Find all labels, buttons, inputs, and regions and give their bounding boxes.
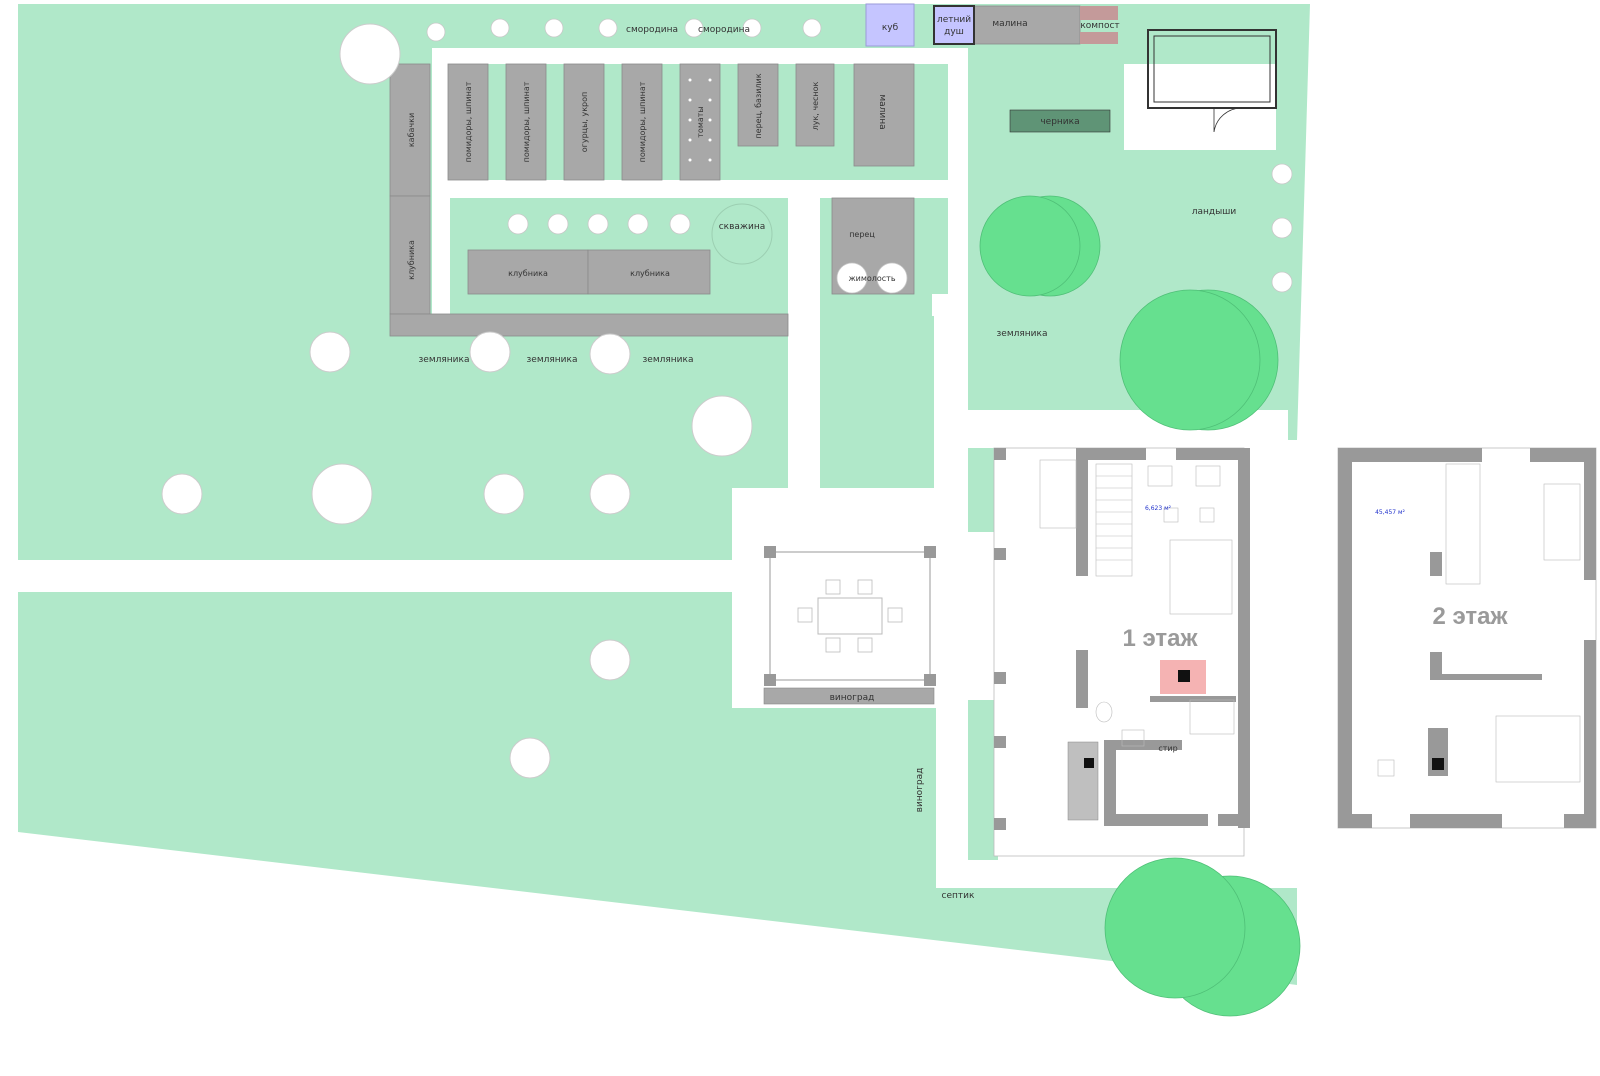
bed-tomatoes-1 bbox=[447, 63, 489, 181]
bed-raspberry bbox=[853, 63, 915, 167]
label-tomatoes-2: помидоры, шпинат bbox=[522, 81, 531, 162]
bed-bottom-strip bbox=[389, 313, 789, 337]
label-blueberry: черника bbox=[1040, 117, 1079, 127]
label-wild-strawberry-right: земляника bbox=[997, 329, 1048, 339]
garden-beds bbox=[389, 5, 1081, 337]
bed-zucchini bbox=[389, 63, 431, 197]
label-shower-2: душ bbox=[944, 27, 964, 37]
big-trees bbox=[979, 195, 1301, 1017]
blueberry-bed bbox=[1009, 109, 1111, 133]
outbuilding bbox=[1147, 29, 1277, 133]
kub-tank bbox=[865, 3, 915, 47]
label-shower-1: летний bbox=[937, 15, 971, 25]
shrubs bbox=[426, 18, 1293, 294]
label-pepper: перец bbox=[849, 230, 875, 239]
bed-strawberry-left bbox=[389, 195, 431, 315]
label-well: скважина bbox=[719, 222, 766, 232]
label-tomatoes-4: томаты bbox=[696, 106, 705, 137]
bed-strawberry-1 bbox=[467, 249, 589, 295]
label-laundry: стир bbox=[1158, 744, 1177, 753]
label-strawberry-left: клубника bbox=[407, 240, 416, 280]
path-top bbox=[432, 48, 964, 64]
path-middle-vertical bbox=[788, 180, 820, 500]
bed-tomatoes-3 bbox=[621, 63, 663, 181]
bed-pepper-basil bbox=[737, 63, 779, 147]
path-to-septic bbox=[936, 708, 966, 888]
summer-shower bbox=[933, 5, 975, 45]
label-grapes-terrace: виноград bbox=[830, 693, 875, 703]
label-honeysuckle: жимолость bbox=[848, 274, 895, 283]
label-area2: 45,457 м² bbox=[1375, 509, 1405, 516]
stove bbox=[1067, 741, 1099, 821]
label-area1: 6,623 м² bbox=[1145, 505, 1172, 512]
label-pepper-basil: перец, базилик bbox=[754, 73, 763, 138]
label-tomatoes-1: помидоры, шпинат bbox=[464, 81, 473, 162]
label-kub: куб bbox=[882, 23, 899, 33]
label-zucchini: кабачки bbox=[407, 113, 416, 147]
well-icon bbox=[711, 203, 773, 265]
bed-strawberry-2 bbox=[587, 249, 711, 295]
label-floor1: 1 этаж bbox=[1122, 625, 1198, 652]
terrace bbox=[763, 546, 936, 705]
label-wild-strawberry-2: земляника bbox=[527, 355, 578, 365]
lawn-patch-center bbox=[820, 316, 934, 488]
label-raspberry-bed: малина bbox=[877, 94, 887, 129]
bed-tomatoes-4 bbox=[679, 63, 721, 181]
path-left-vertical bbox=[432, 48, 450, 316]
bed-tomatoes-2 bbox=[505, 63, 547, 181]
lawn-left-lower bbox=[18, 592, 1297, 985]
path-beds-gap-1 bbox=[450, 180, 948, 198]
label-grapes-side: виноград bbox=[915, 768, 925, 813]
raspberry-top-strip bbox=[973, 5, 1081, 45]
label-onion-garlic: лук, чеснок bbox=[811, 81, 820, 130]
lawn-patch-house-west bbox=[968, 448, 998, 532]
label-herbs: огурцы, укроп bbox=[580, 92, 589, 153]
label-compost: компост bbox=[1080, 21, 1119, 31]
label-strawberry-1: клубника bbox=[508, 269, 548, 278]
label-wild-strawberry-3: земляника bbox=[643, 355, 694, 365]
label-lily-of-valley: ландыши bbox=[1192, 207, 1237, 217]
fruit-trees bbox=[161, 23, 753, 779]
compost-box-top bbox=[1080, 6, 1118, 20]
bed-herbs bbox=[563, 63, 605, 181]
label-wild-strawberry-1: земляника bbox=[419, 355, 470, 365]
path-horizontal bbox=[18, 560, 732, 592]
dining-table bbox=[817, 597, 883, 635]
compost-box-bottom bbox=[1080, 32, 1118, 44]
label-raspberry-top: малина bbox=[992, 19, 1027, 29]
label-septic: септик bbox=[942, 891, 975, 901]
plan-labels: смородина смородина куб летний душ малин… bbox=[407, 15, 1509, 901]
floor1-plan bbox=[993, 447, 1250, 857]
bed-onion-garlic bbox=[795, 63, 835, 147]
label-tomatoes-3: помидоры, шпинат bbox=[638, 81, 647, 162]
lawn-patch-house-west-2 bbox=[968, 700, 998, 860]
label-currant-2: смородина bbox=[698, 25, 750, 35]
tomato-supports bbox=[688, 78, 712, 162]
floor2-plan bbox=[1337, 447, 1597, 829]
label-strawberry-2: клубника bbox=[630, 269, 670, 278]
label-floor2: 2 этаж bbox=[1432, 603, 1508, 630]
label-currant-1: смородина bbox=[626, 25, 678, 35]
